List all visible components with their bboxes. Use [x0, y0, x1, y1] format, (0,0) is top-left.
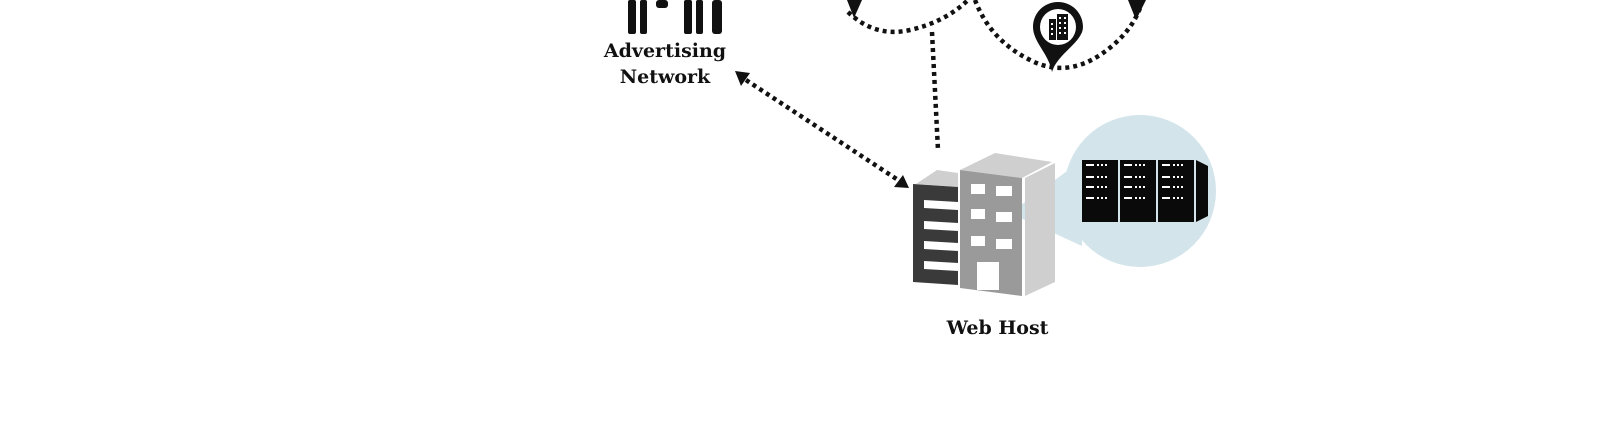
- dotted-arc-left: [846, 0, 970, 35]
- dotted-connector-vertical: [929, 31, 941, 151]
- advertising-network-label-line2: Network: [619, 66, 711, 88]
- advertising-network-label-line1: Advertising: [603, 40, 727, 62]
- advertising-network-label: Advertising Network: [590, 38, 740, 90]
- dotted-arrow-adnetwork-webhost: [744, 78, 900, 182]
- arc-left-arrowhead: [847, 0, 862, 18]
- arrowhead-webhost: [894, 175, 909, 188]
- arrowhead-adnetwork: [735, 71, 750, 86]
- map-pin-building-icon: [1033, 2, 1083, 72]
- people-icon: [628, 0, 722, 34]
- arc-right-arrowhead: [1128, 0, 1146, 20]
- dotted-arc-right: [972, 0, 1143, 71]
- web-host-label: Web Host: [946, 317, 1049, 339]
- office-building-icon: [913, 153, 1055, 296]
- server-rack-icon: [1082, 160, 1208, 222]
